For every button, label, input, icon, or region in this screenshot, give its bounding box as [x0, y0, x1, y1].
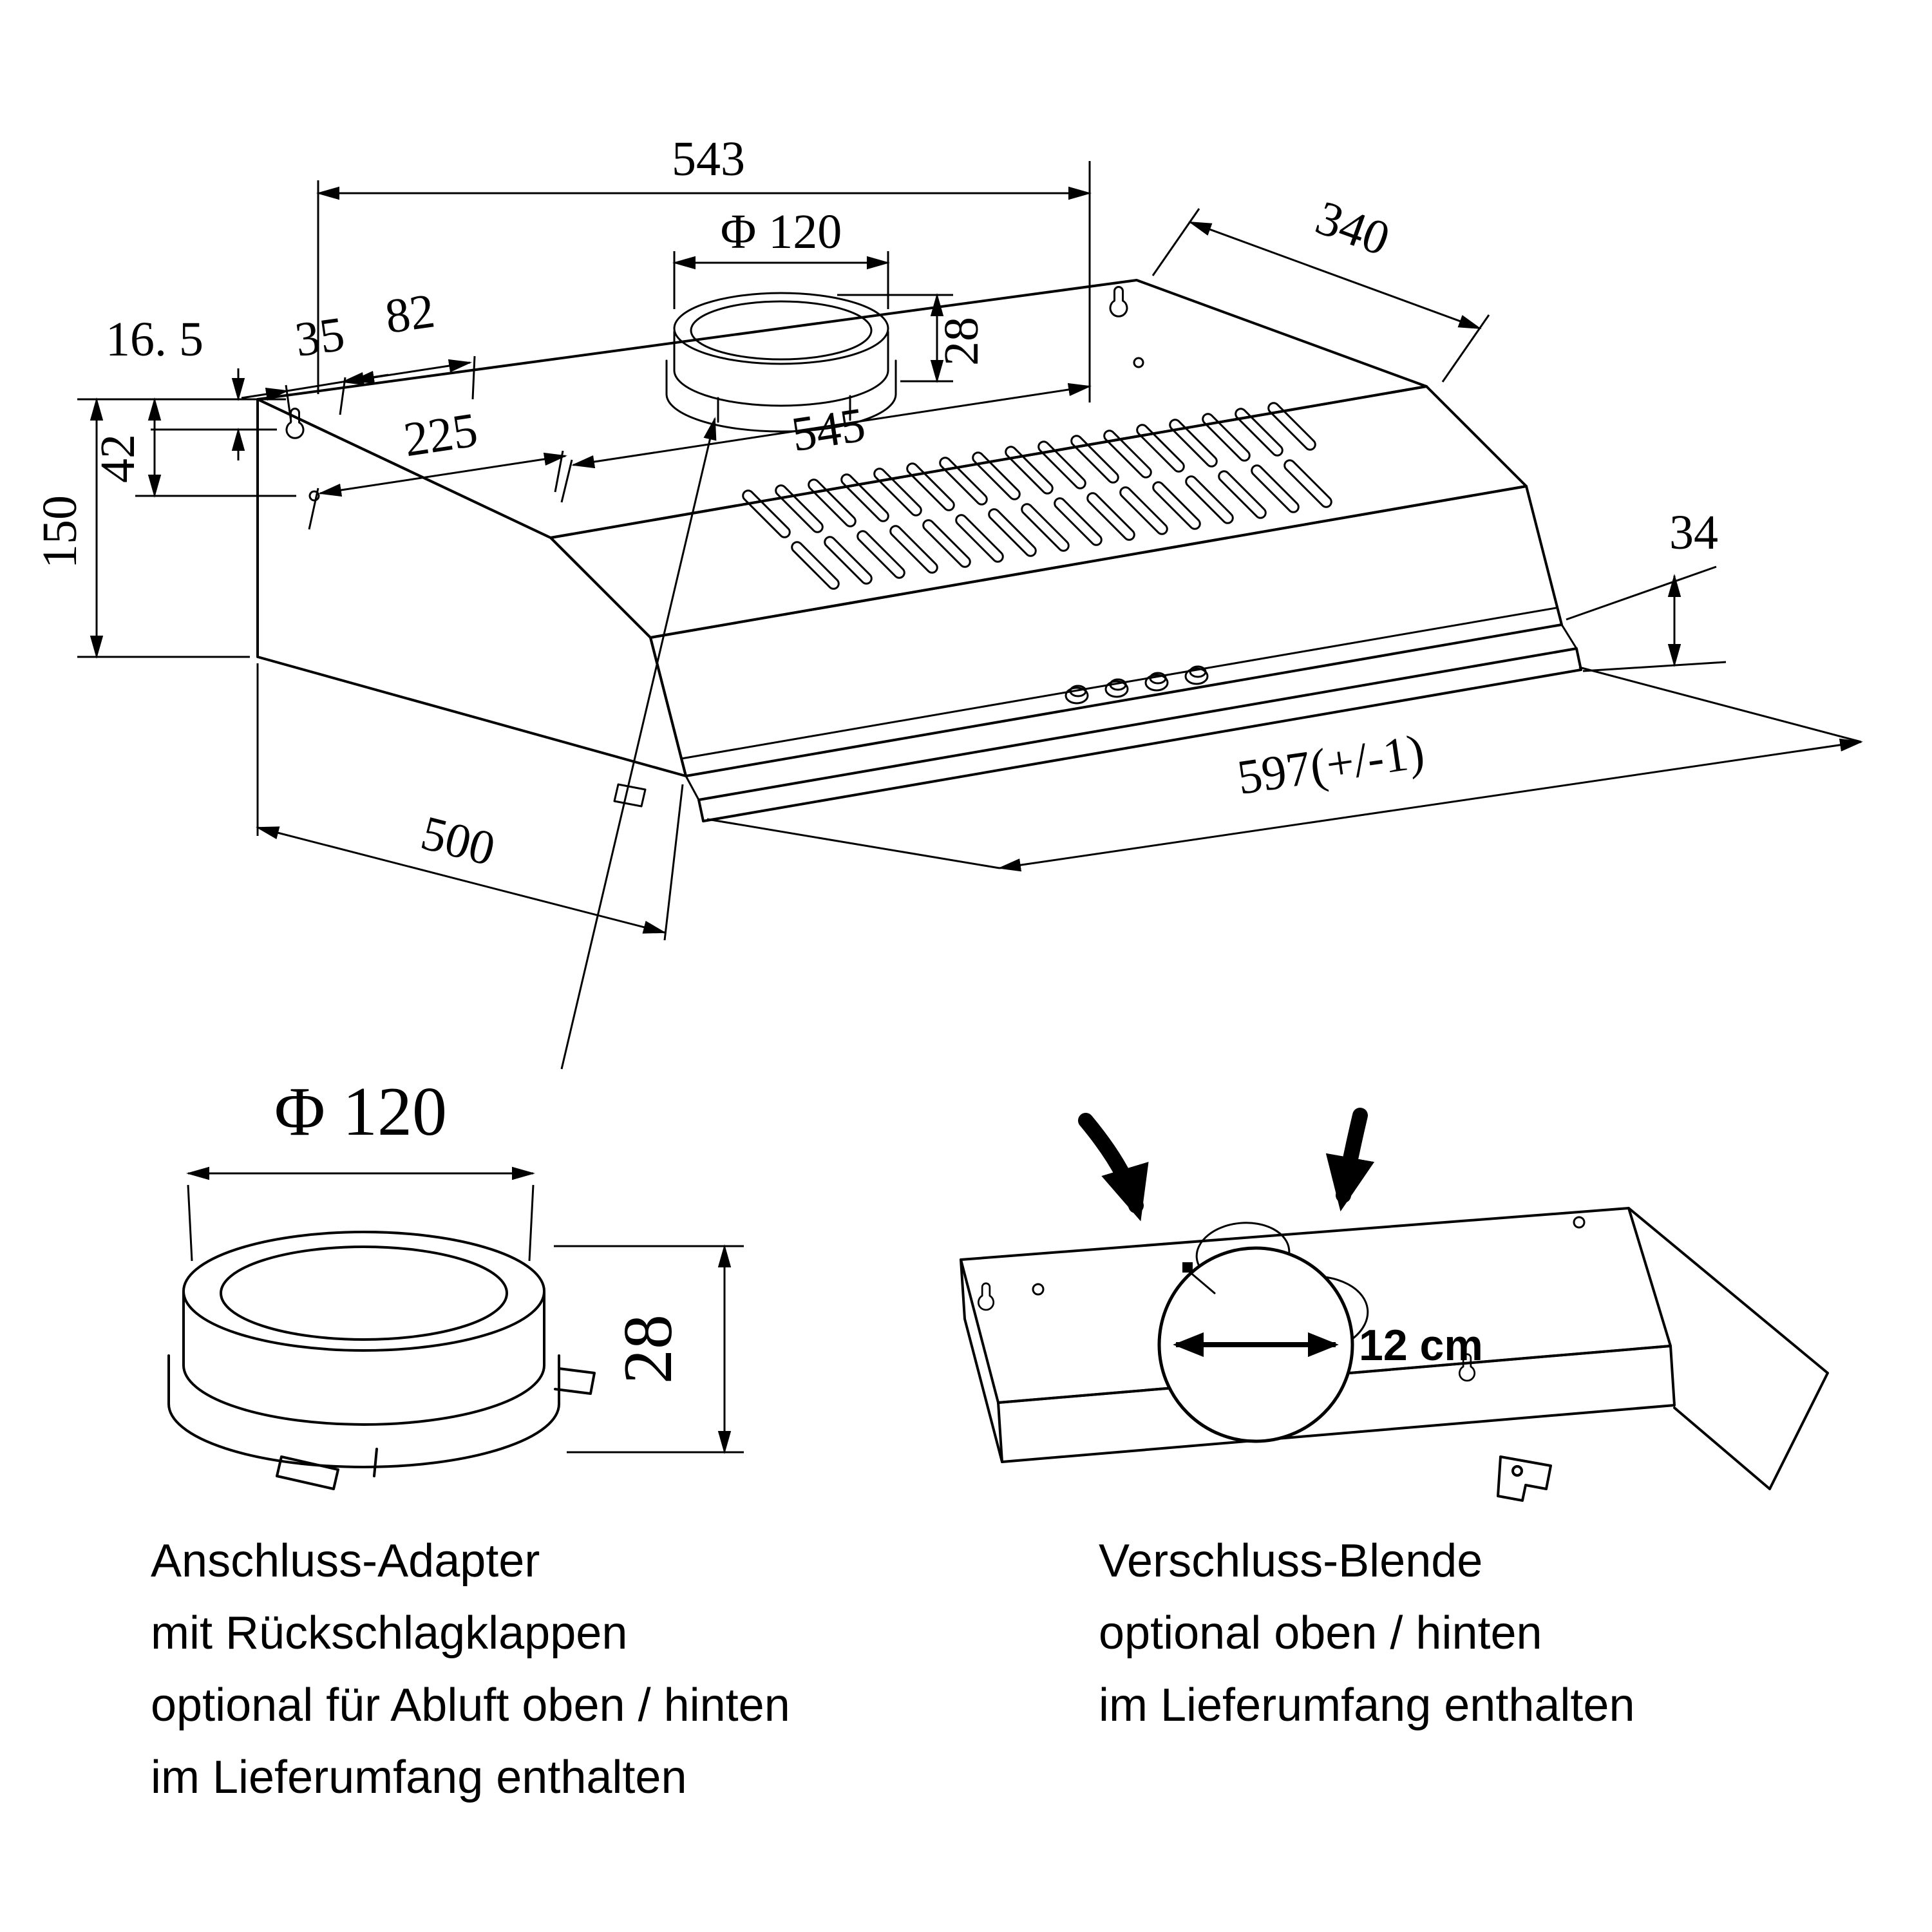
- dim-225-label: 225: [401, 402, 481, 467]
- dim-34-label: 34: [1669, 506, 1718, 560]
- front-panel-lip-line: [680, 607, 1557, 760]
- dim-42-label: 42: [91, 434, 145, 483]
- adapter-diameter-label: Φ 120: [274, 1074, 447, 1150]
- adapter-ring: [167, 1231, 596, 1490]
- leader-line: [1188, 1270, 1216, 1294]
- blende-detail-view: 12 cm: [960, 1108, 1829, 1502]
- hood-left-panel: [256, 398, 687, 777]
- dim-545-label: 545: [788, 397, 869, 462]
- dim-28-top: 28: [837, 293, 989, 383]
- caption-right-line3: im Lieferumfang enthalten: [1099, 1680, 1635, 1731]
- adapter-bayonet-tab-right: [554, 1367, 596, 1395]
- blende-box: [960, 1207, 1829, 1502]
- caption-right-line1: Verschluss-Blende: [1099, 1535, 1482, 1587]
- dim-150: 150: [33, 397, 250, 659]
- dim-543-label: 543: [672, 132, 745, 186]
- detail-callout-arrow: [560, 417, 717, 1070]
- caption-left-line1: Anschluss-Adapter: [151, 1535, 540, 1587]
- dimensions: 543 Φ 120 340 16. 5 42: [33, 132, 1863, 1070]
- adapter-bayonet-tab-bottom: [276, 1455, 339, 1490]
- blende-keyhole-left: [977, 1282, 995, 1311]
- insert-arrow-right: [1325, 1108, 1375, 1212]
- dim-phi120-top: Φ 120: [672, 205, 890, 309]
- caption-right: Verschluss-Blende optional oben / hinten…: [1099, 1535, 1635, 1731]
- dim-34: 34: [1566, 506, 1727, 672]
- dim-35-label: 35: [292, 307, 348, 367]
- caption-right-line2: optional oben / hinten: [1099, 1607, 1542, 1659]
- hole-diameter-label: 12 cm: [1359, 1321, 1483, 1370]
- dim-phi120-top-label: Φ 120: [721, 205, 842, 259]
- caption-left-line3: optional für Abluft oben / hinten: [151, 1680, 790, 1731]
- dim-340: 340: [1151, 191, 1490, 383]
- caption-left: Anschluss-Adapter mit Rückschlagklappen …: [151, 1535, 790, 1803]
- dim-225: 225: [308, 402, 567, 530]
- dim-150-label: 150: [33, 495, 87, 569]
- dim-82: 82: [351, 283, 476, 400]
- caption-left-line2: mit Rückschlagklappen: [151, 1607, 627, 1659]
- leader-square: [1182, 1262, 1193, 1273]
- dim-545: 545: [560, 383, 1092, 503]
- screw-hole-right: [1133, 357, 1144, 368]
- blende-mount-bracket: [1497, 1455, 1552, 1502]
- dim-543: 543: [316, 132, 1092, 402]
- dim-42: 42: [91, 397, 296, 498]
- dim-597-label: 597(+/-1): [1234, 724, 1428, 805]
- dim-82-label: 82: [382, 283, 438, 344]
- adapter-detail-view: Φ 120 28: [167, 1074, 744, 1490]
- grease-filter-visor: [613, 623, 1582, 822]
- keyhole-slot-right: [1109, 286, 1128, 317]
- caption-left-line4: im Lieferumfang enthalten: [151, 1752, 687, 1803]
- blende-screw-hole-2: [1573, 1216, 1586, 1229]
- dim-500-label: 500: [416, 806, 500, 876]
- dim-16-5: 16. 5: [77, 312, 286, 460]
- blende-screw-hole-1: [1032, 1283, 1045, 1296]
- adapter-height-label: 28: [610, 1314, 687, 1384]
- dim-28-top-label: 28: [934, 317, 989, 366]
- dim-16-5-label: 16. 5: [106, 312, 204, 366]
- dim-28-detail: 28: [554, 1244, 744, 1454]
- insert-arrow-left: [1078, 1113, 1149, 1222]
- dim-340-label: 340: [1309, 191, 1397, 267]
- dim-35: 35: [241, 307, 389, 422]
- hood-foot-tab: [613, 783, 647, 808]
